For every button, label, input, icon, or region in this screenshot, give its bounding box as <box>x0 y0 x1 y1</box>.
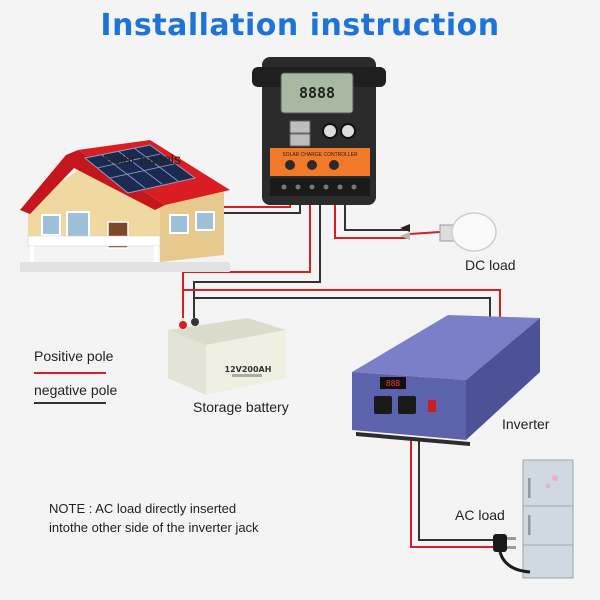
label-inverter: Inverter <box>502 416 550 432</box>
inverter-illustration: 888 <box>352 315 540 446</box>
inverter-display <box>380 377 406 389</box>
wire-inverter-negative <box>193 297 491 318</box>
controller-lcd-digits: 8888 <box>299 84 335 102</box>
plug-icon <box>493 534 531 574</box>
note-line-2: intothe other side of the inverter jack <box>49 520 259 535</box>
battery-model: 12V200AH <box>225 365 272 374</box>
charge-controller: 8888 SOLAR CHARGE CONTROLLER <box>252 57 386 205</box>
wire-dc-negative <box>344 197 410 231</box>
controller-band-text: SOLAR CHARGE CONTROLLER <box>282 152 358 158</box>
label-ac-load: AC load <box>455 507 505 523</box>
ac-socket-icon <box>398 396 416 414</box>
knob-icon <box>340 123 356 139</box>
ac-socket-icon <box>374 396 392 414</box>
usb-port <box>289 120 311 134</box>
house-illustration <box>20 140 230 272</box>
controller-lcd <box>280 72 354 114</box>
wiring <box>118 197 501 548</box>
wire-dc-positive <box>334 197 410 239</box>
inverter-display-digits: 888 <box>386 379 401 388</box>
wire-ac-negative <box>418 440 493 541</box>
label-negative-pole: negative pole <box>34 382 118 398</box>
solar-panel-roof <box>83 144 197 194</box>
label-solar-panels: Solar panels <box>103 151 181 167</box>
power-switch-icon <box>428 400 436 412</box>
refrigerator-illustration <box>522 459 574 579</box>
usb-port <box>289 133 311 147</box>
label-storage-battery: Storage battery <box>193 399 289 415</box>
wire-ac-positive <box>410 440 493 548</box>
bulb-icon <box>400 212 497 252</box>
label-positive-pole: Positive pole <box>34 348 114 364</box>
storage-battery-illustration: 12V200AH <box>168 318 286 395</box>
note-line-1: NOTE : AC load directly inserted <box>49 501 237 516</box>
label-dc-load: DC load <box>465 257 516 273</box>
wire-inverter-positive <box>182 289 501 318</box>
knob-icon <box>322 123 338 139</box>
installation-note: NOTE : AC load directly inserted intothe… <box>49 499 259 537</box>
diagram-title: Installation instruction <box>100 8 500 43</box>
